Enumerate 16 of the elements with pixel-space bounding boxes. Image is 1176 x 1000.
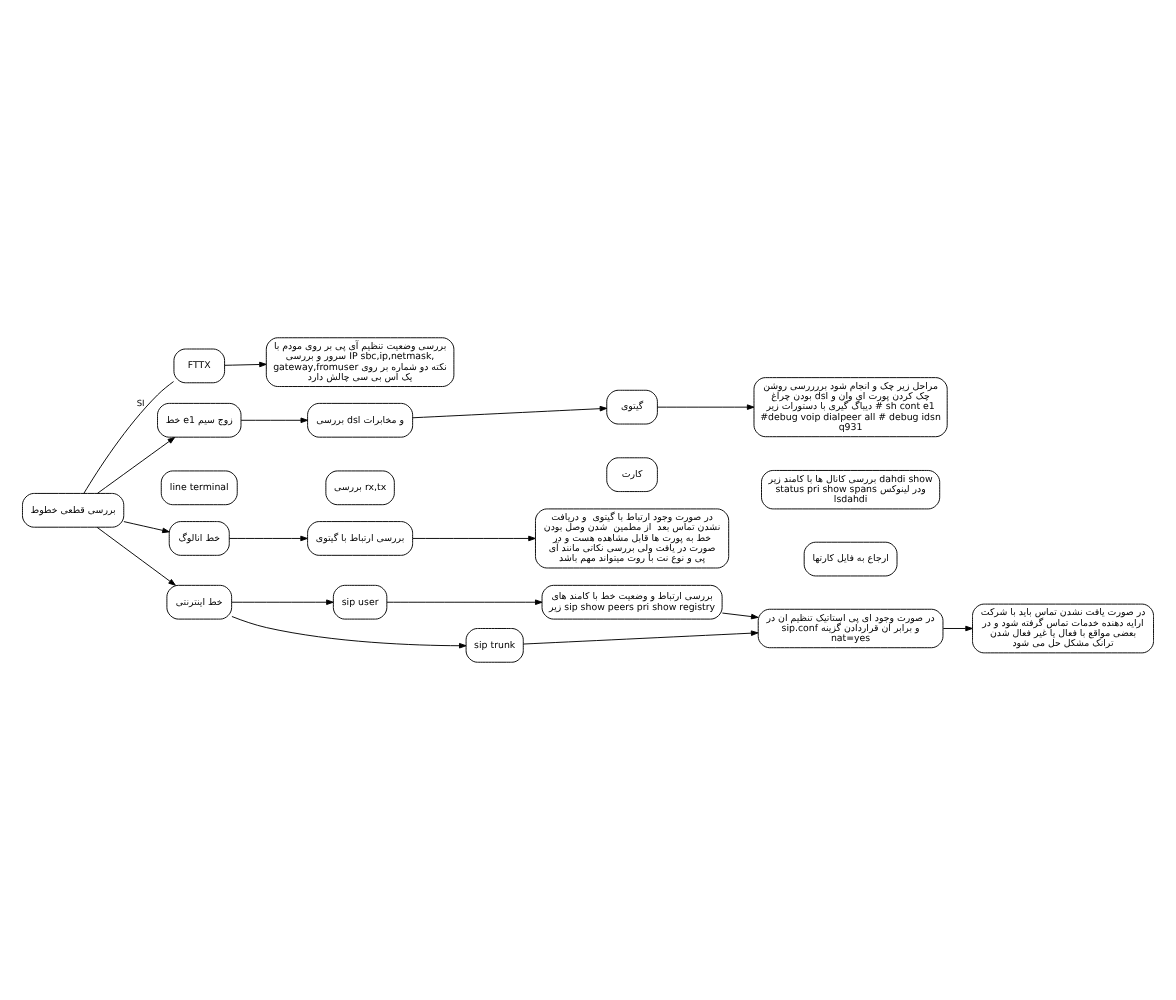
arrow	[96, 526, 176, 586]
arrow	[240, 417, 308, 424]
arrow	[231, 599, 334, 605]
arrow	[224, 361, 267, 368]
arrow	[721, 612, 759, 620]
arrow	[657, 404, 755, 410]
arrow	[522, 630, 759, 645]
arrow	[412, 405, 608, 419]
arrow	[942, 625, 973, 632]
arrow	[412, 535, 536, 542]
arrow	[96, 436, 176, 494]
arrow	[123, 521, 170, 534]
connector	[83, 381, 175, 494]
arrow	[228, 535, 308, 542]
arrow	[231, 616, 467, 649]
arrow	[386, 599, 543, 605]
